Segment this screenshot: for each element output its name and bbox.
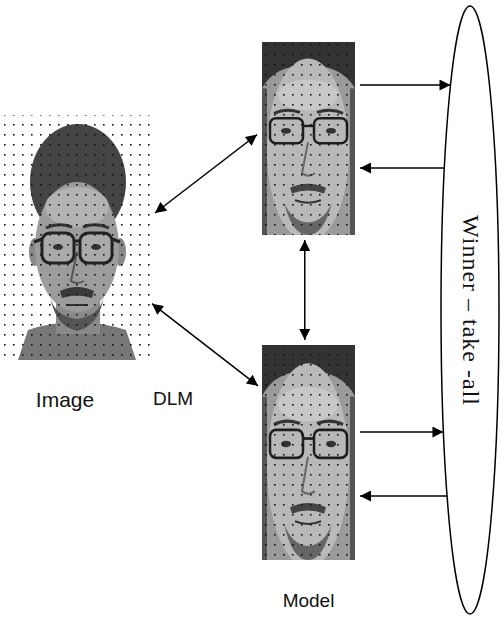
arrow-connector — [360, 495, 447, 497]
face-image-box: Model — [262, 345, 355, 560]
face-image-box: Image — [0, 115, 150, 360]
node-label: Winner – take -all — [457, 215, 484, 406]
method-label: DLM — [153, 388, 193, 410]
arrow-connector — [152, 304, 258, 386]
ellipse-shape — [441, 6, 499, 614]
arrow-connector — [155, 135, 257, 213]
arrow-connector — [360, 431, 443, 433]
arrow-connector — [360, 84, 450, 86]
winner-ellipse: Winner – take -all — [440, 5, 500, 615]
image-caption: Model — [283, 590, 335, 612]
arrow-connector — [360, 167, 444, 169]
input-face-photo — [0, 115, 150, 360]
face-image-box — [262, 42, 355, 235]
arrow-connector — [304, 240, 306, 340]
model-face-bottom — [262, 345, 355, 568]
model-face-top — [262, 42, 355, 242]
image-caption: Image — [36, 388, 94, 412]
